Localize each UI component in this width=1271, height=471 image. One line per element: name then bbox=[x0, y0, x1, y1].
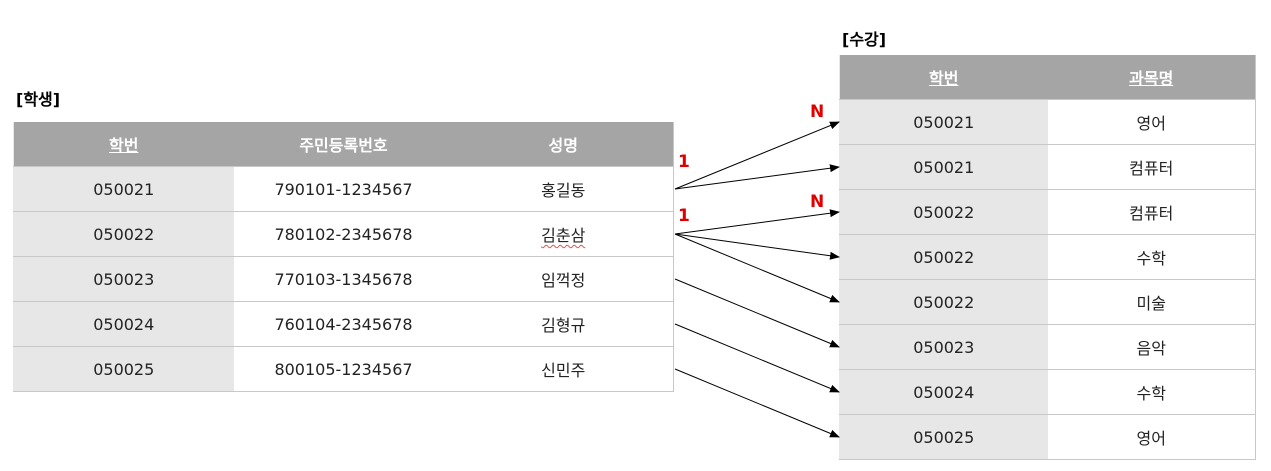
student-name-cell: 임꺽정 bbox=[453, 256, 674, 302]
enroll-subject-cell: 수학 bbox=[1047, 369, 1256, 415]
student-header-row: 학번 주민등록번호 성명 bbox=[13, 122, 674, 167]
student-header-name: 성명 bbox=[453, 122, 674, 167]
relationship-arrow bbox=[674, 164, 840, 190]
enroll-subject-cell: 음악 bbox=[1047, 324, 1256, 370]
enroll-header-subject: 과목명 bbox=[1047, 55, 1256, 100]
student-id-cell: 050021 bbox=[13, 166, 234, 212]
enroll-id-cell: 050021 bbox=[839, 144, 1048, 190]
table-row: 050023 음악 bbox=[839, 324, 1256, 370]
enroll-id-cell: 050023 bbox=[839, 324, 1048, 370]
enroll-header-id: 학번 bbox=[839, 55, 1048, 100]
student-ssn-cell: 790101-1234567 bbox=[233, 166, 454, 212]
student-ssn-cell: 770103-1345678 bbox=[233, 256, 454, 302]
relationship-arrow bbox=[674, 233, 840, 303]
table-row: 050021 영어 bbox=[839, 99, 1256, 145]
student-id-cell: 050025 bbox=[13, 346, 234, 392]
table-row: 050023 770103-1345678 임꺽정 bbox=[13, 256, 674, 302]
student-header-ssn: 주민등록번호 bbox=[233, 122, 454, 167]
table-row: 050022 780102-2345678 김춘삼 bbox=[13, 211, 674, 257]
relationship-arrow bbox=[674, 278, 840, 348]
table-row: 050024 수학 bbox=[839, 369, 1256, 415]
relationship-arrow bbox=[674, 323, 840, 393]
relationship-arrow bbox=[674, 233, 840, 260]
enroll-id-cell: 050022 bbox=[839, 189, 1048, 235]
cardinality-n-label: N bbox=[810, 192, 824, 212]
spellcheck-underlined-name: 김춘삼 bbox=[541, 226, 586, 245]
enroll-id-cell: 050024 bbox=[839, 369, 1048, 415]
table-row: 050021 컴퓨터 bbox=[839, 144, 1256, 190]
relationship-lines bbox=[674, 121, 840, 438]
relationship-arrow bbox=[674, 368, 840, 438]
cardinality-n-label: N bbox=[810, 102, 824, 122]
enroll-subject-cell: 수학 bbox=[1047, 234, 1256, 280]
student-name-cell: 신민주 bbox=[453, 346, 674, 392]
enroll-id-cell: 050022 bbox=[839, 234, 1048, 280]
student-name-cell: 김형규 bbox=[453, 301, 674, 347]
student-ssn-cell: 800105-1234567 bbox=[233, 346, 454, 392]
enroll-id-cell: 050022 bbox=[839, 279, 1048, 325]
table-row: 050024 760104-2345678 김형규 bbox=[13, 301, 674, 347]
enroll-subject-cell: 영어 bbox=[1047, 414, 1256, 460]
student-id-cell: 050023 bbox=[13, 256, 234, 302]
table-row: 050022 컴퓨터 bbox=[839, 189, 1256, 235]
enroll-header-row: 학번 과목명 bbox=[839, 55, 1256, 100]
student-header-id: 학번 bbox=[13, 122, 234, 167]
student-ssn-cell: 780102-2345678 bbox=[233, 211, 454, 257]
table-row: 050022 수학 bbox=[839, 234, 1256, 280]
student-table: 학번 주민등록번호 성명 050021 790101-1234567 홍길동 0… bbox=[13, 122, 674, 392]
enroll-table: 학번 과목명 050021 영어 050021 컴퓨터 050022 컴퓨터 0… bbox=[839, 55, 1256, 460]
cardinality-one-label: 1 bbox=[678, 206, 690, 226]
table-row: 050025 800105-1234567 신민주 bbox=[13, 346, 674, 392]
enroll-subject-cell: 미술 bbox=[1047, 279, 1256, 325]
enroll-id-cell: 050021 bbox=[839, 99, 1048, 145]
student-name-cell: 홍길동 bbox=[453, 166, 674, 212]
relationship-arrow bbox=[674, 121, 840, 190]
student-name-cell: 김춘삼 bbox=[453, 211, 674, 257]
relationship-arrow bbox=[674, 209, 840, 235]
student-id-cell: 050022 bbox=[13, 211, 234, 257]
cardinality-one-label: 1 bbox=[678, 152, 690, 172]
enroll-subject-cell: 컴퓨터 bbox=[1047, 144, 1256, 190]
table-row: 050021 790101-1234567 홍길동 bbox=[13, 166, 674, 212]
student-table-caption: [학생] bbox=[16, 90, 61, 109]
enroll-subject-cell: 컴퓨터 bbox=[1047, 189, 1256, 235]
enroll-id-cell: 050025 bbox=[839, 414, 1048, 460]
table-row: 050025 영어 bbox=[839, 414, 1256, 460]
table-row: 050022 미술 bbox=[839, 279, 1256, 325]
student-ssn-cell: 760104-2345678 bbox=[233, 301, 454, 347]
enroll-subject-cell: 영어 bbox=[1047, 99, 1256, 145]
student-id-cell: 050024 bbox=[13, 301, 234, 347]
enroll-table-caption: [수강] bbox=[842, 30, 887, 49]
